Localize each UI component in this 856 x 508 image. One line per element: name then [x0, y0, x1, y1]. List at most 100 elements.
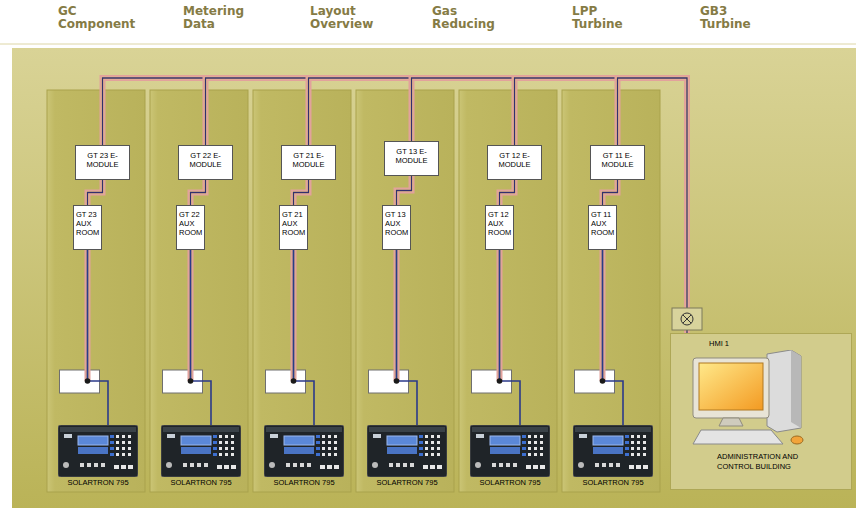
wire-path — [397, 176, 412, 205]
device-lcd — [387, 447, 417, 454]
menu-tab: Layout Overview — [310, 5, 373, 30]
device-lcd — [387, 436, 417, 445]
menu-tab: Metering Data — [183, 5, 244, 30]
cable-core — [294, 180, 309, 205]
device-lcd — [284, 447, 314, 454]
device-key — [522, 435, 526, 438]
cable-core — [88, 180, 103, 205]
device-key — [231, 441, 234, 444]
cross-circle-symbol — [683, 315, 691, 323]
device-key — [322, 447, 325, 450]
device-button — [629, 465, 634, 469]
device-key — [213, 453, 217, 456]
signal-wire — [603, 250, 624, 425]
signal-wire — [500, 250, 521, 425]
device-body — [470, 425, 550, 477]
solartron-device-icon — [161, 425, 241, 477]
cable-core — [206, 78, 688, 333]
device-key — [540, 447, 543, 450]
device-key — [528, 447, 531, 450]
device-body — [573, 425, 653, 477]
device-key — [643, 447, 646, 450]
cable-edge — [412, 78, 688, 333]
cable-connector — [515, 78, 688, 333]
device-key — [643, 435, 646, 438]
device-button — [595, 463, 599, 467]
device-body — [264, 425, 344, 477]
cable-sheath — [88, 180, 103, 205]
device-key — [334, 435, 337, 438]
device-key — [322, 441, 325, 444]
cable-connector — [397, 250, 418, 425]
device-key — [225, 435, 228, 438]
device-button — [396, 463, 400, 467]
flow-computer: SOLARTRON 795 — [573, 425, 653, 487]
cable-core — [412, 78, 688, 333]
cable-sheath — [294, 180, 309, 205]
device-key — [631, 441, 634, 444]
device-key — [419, 453, 423, 456]
device-key — [316, 453, 320, 456]
wire-path — [618, 78, 688, 333]
node-text: GT 13 E-MODULE — [387, 147, 436, 166]
device-top-band — [266, 427, 342, 432]
aux-room-box: GT 23 AUX ROOM — [73, 205, 102, 250]
menu-tab: GB3 Turbine — [700, 5, 751, 30]
node-text: SOLARTRON 795 — [58, 479, 138, 487]
device-body — [367, 425, 447, 477]
device-lcd — [284, 436, 314, 445]
device-knob — [63, 462, 69, 468]
device-button — [540, 465, 545, 469]
device-key — [431, 447, 434, 450]
device-button — [320, 465, 325, 469]
device-key — [219, 447, 222, 450]
wire-path — [500, 180, 515, 205]
device-key — [437, 441, 440, 444]
cable-core — [397, 176, 412, 205]
e-module-box: GT 11 E-MODULE — [590, 145, 645, 180]
cable-edge — [103, 78, 688, 333]
device-body — [58, 425, 138, 477]
node-text: GT 23 E-MODULE — [78, 151, 127, 170]
junction-dot — [291, 378, 297, 384]
device-knob — [372, 462, 378, 468]
signal-wire — [88, 250, 109, 425]
device-button — [410, 463, 414, 467]
junction-dot — [497, 378, 503, 384]
device-key — [643, 441, 646, 444]
cable-connector — [294, 250, 315, 425]
node-text: GT 12 E-MODULE — [490, 151, 539, 170]
device-button — [190, 463, 194, 467]
device-lcd — [593, 447, 623, 454]
device-button — [80, 463, 84, 467]
device-key — [540, 441, 543, 444]
junction-dots — [85, 378, 606, 384]
device-key — [431, 453, 434, 456]
cable-connector — [294, 180, 309, 205]
column-panel — [459, 90, 557, 492]
node-text: GT 21 AUX ROOM — [282, 210, 305, 237]
device-key — [225, 453, 228, 456]
device-key — [425, 441, 428, 444]
mouse — [791, 436, 803, 444]
device-lcd — [490, 436, 520, 445]
device-logo — [476, 434, 484, 438]
aux-room-box: GT 21 AUX ROOM — [279, 205, 308, 250]
device-key — [110, 447, 114, 450]
column-panel — [150, 90, 248, 492]
device-top-band — [369, 427, 445, 432]
cable-edge — [191, 180, 206, 205]
cable-connector — [88, 180, 103, 205]
device-key — [322, 453, 325, 456]
device-key — [534, 435, 537, 438]
signal-wire — [397, 250, 418, 425]
device-key — [225, 447, 228, 450]
device-button — [217, 465, 222, 469]
device-key — [637, 441, 640, 444]
cable-edge — [603, 180, 618, 205]
device-key — [322, 435, 325, 438]
device-key — [116, 435, 119, 438]
device-key — [128, 441, 131, 444]
device-button — [533, 465, 538, 469]
